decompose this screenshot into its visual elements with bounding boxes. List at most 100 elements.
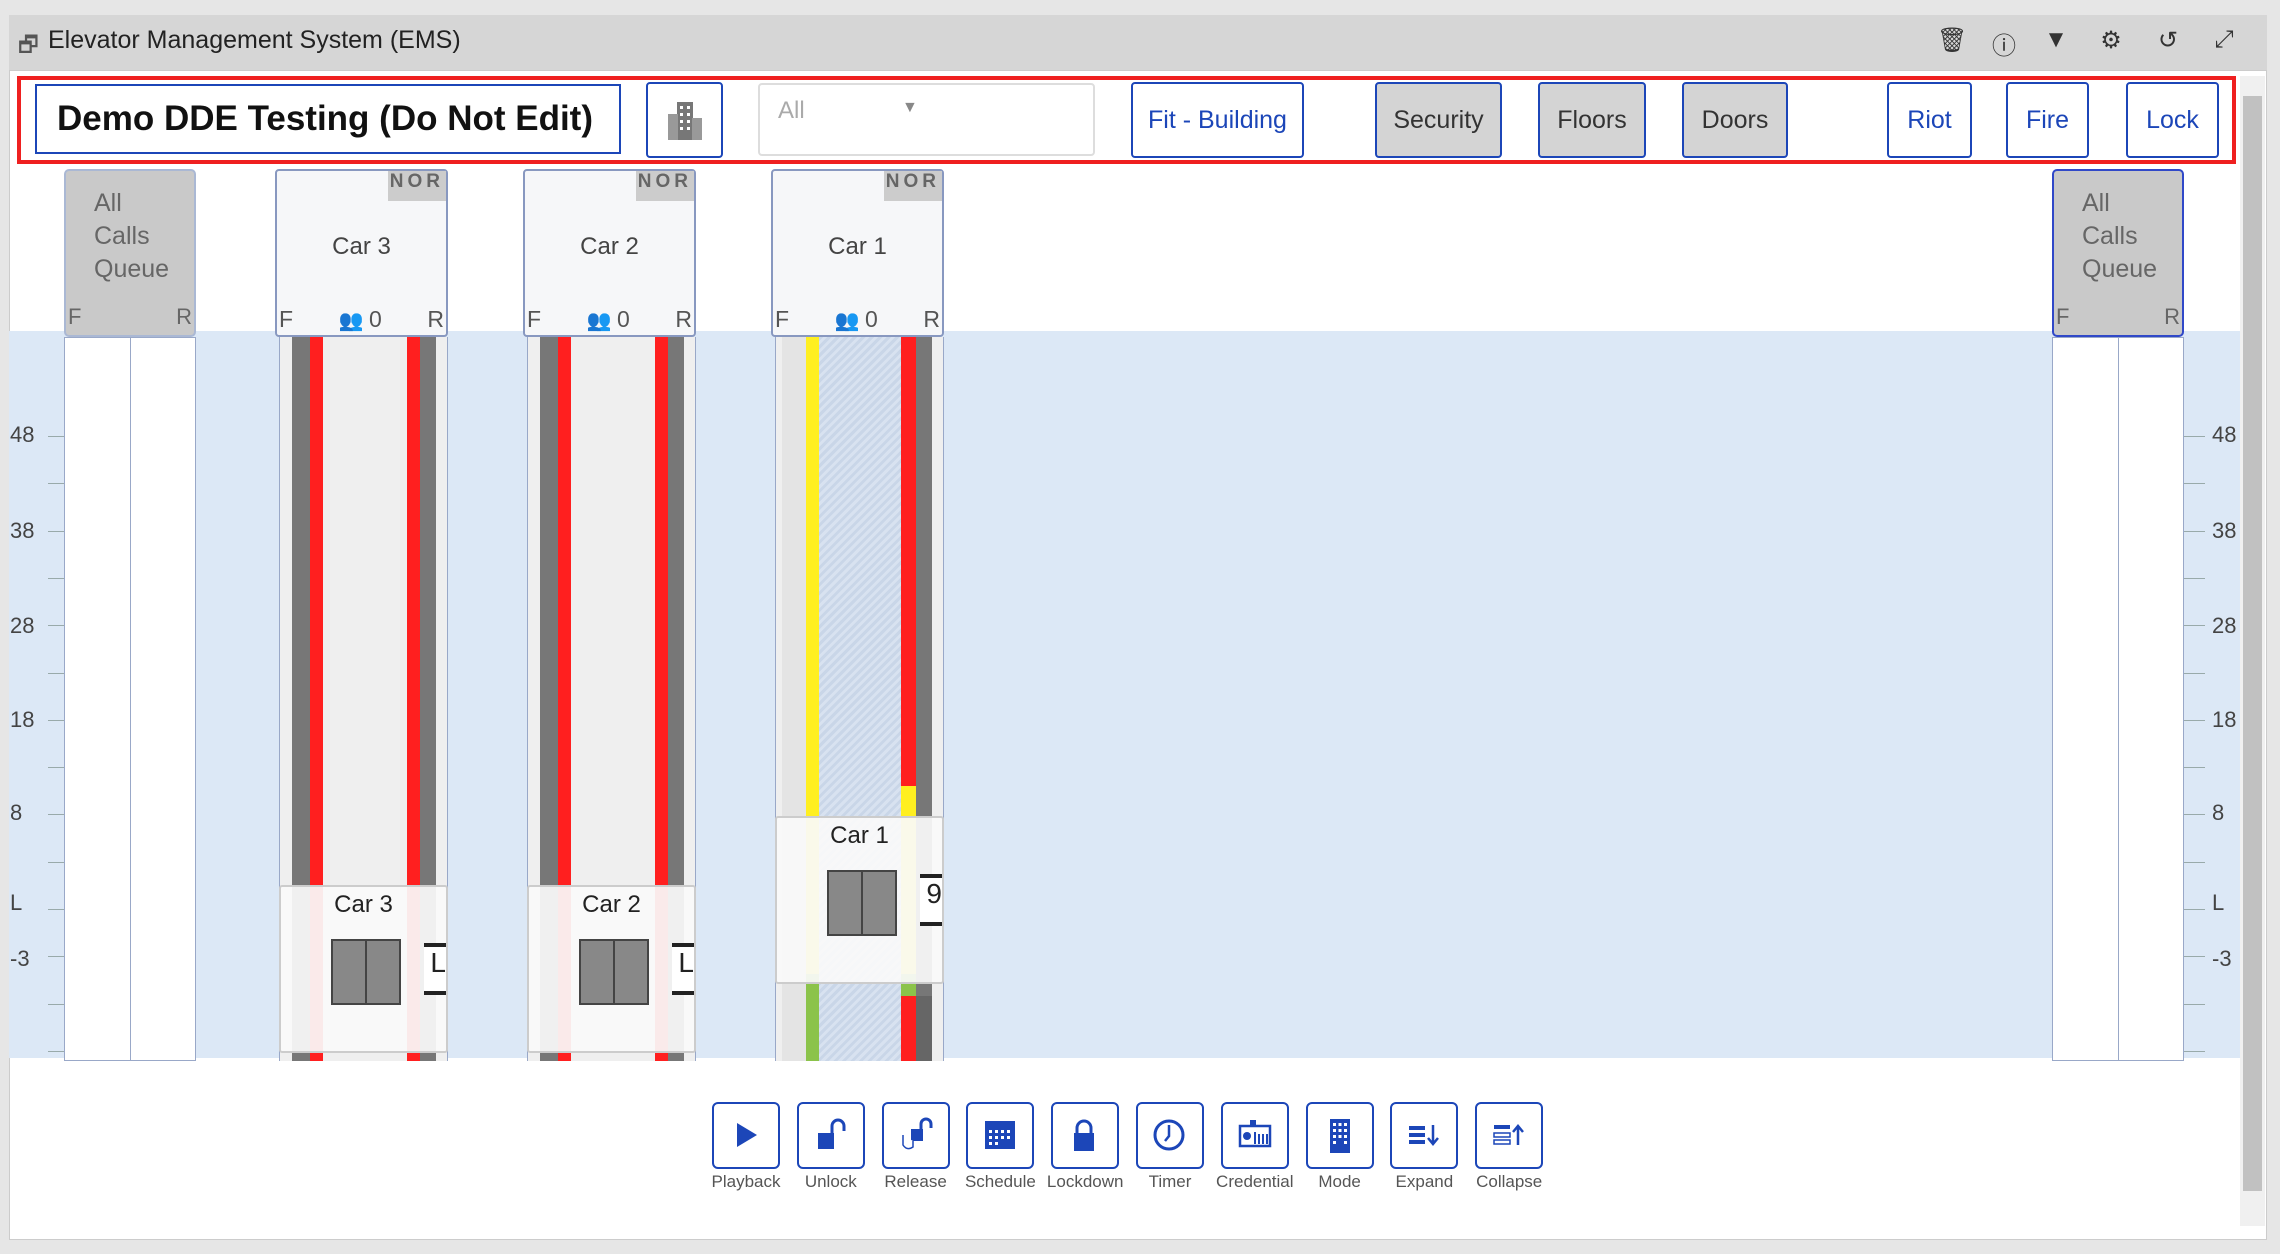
- floor-label-left: 38: [10, 518, 35, 543]
- front-door-status: [558, 337, 571, 1061]
- info-icon[interactable]: ⓘ: [1992, 33, 2016, 60]
- floor-label-left: 28: [10, 613, 35, 638]
- playback-label: Playback: [711, 1172, 781, 1191]
- people-icon: 👥: [586, 310, 618, 332]
- floors-toggle[interactable]: Floors: [1538, 82, 1646, 158]
- mode-button[interactable]: [1305, 1102, 1374, 1169]
- lockdown-button[interactable]: [1051, 1102, 1120, 1169]
- elevator-icon: 🗗: [18, 32, 39, 57]
- floor-tick: [48, 436, 78, 437]
- shaft-rail: [668, 337, 684, 1061]
- car-door-icon: [579, 939, 649, 1005]
- timer-label: Timer: [1148, 1172, 1192, 1191]
- expand-label: Expand: [1395, 1172, 1454, 1191]
- car-name: Car 3: [332, 233, 391, 260]
- queue-columns: [64, 337, 196, 1061]
- front-label: F: [2056, 304, 2070, 329]
- floor-tick: [2175, 909, 2205, 910]
- floor-position: 9: [920, 874, 942, 926]
- floor-tick: [48, 814, 78, 816]
- floor-tick: [2175, 672, 2205, 674]
- timer-button[interactable]: [1136, 1102, 1204, 1169]
- playback-button[interactable]: [712, 1102, 780, 1169]
- doors-toggle[interactable]: Doors: [1682, 82, 1788, 158]
- scrollbar-thumb[interactable]: [2243, 96, 2262, 1191]
- car-door-icon: [827, 870, 897, 936]
- queue-label: Queue: [2082, 255, 2158, 283]
- passenger-value: 0: [617, 306, 630, 332]
- fire-button[interactable]: Fire: [2006, 82, 2089, 158]
- release-button[interactable]: [881, 1102, 950, 1169]
- credential-button[interactable]: [1220, 1102, 1289, 1169]
- id-card-icon: [1238, 1119, 1272, 1147]
- floor-tick: [2175, 625, 2205, 627]
- credential-label: Credential: [1216, 1172, 1294, 1191]
- filter-select[interactable]: All▼: [758, 83, 1095, 156]
- queue-label: All: [94, 189, 122, 217]
- collapse-button[interactable]: [1475, 1102, 1544, 1169]
- car-name: Car 1: [828, 233, 887, 260]
- queue-label: Queue: [94, 255, 170, 283]
- floor-tick: [2175, 577, 2205, 579]
- cabin-label: Car 3: [334, 891, 393, 918]
- shaft-rail: [540, 337, 558, 1061]
- floor-label-left: 48: [10, 422, 35, 447]
- floor-tick: [48, 530, 78, 532]
- unlock-button[interactable]: [796, 1102, 865, 1169]
- riot-button[interactable]: Riot: [1887, 82, 1972, 158]
- queue-columns: [2052, 337, 2184, 1061]
- front-door-status: [310, 337, 323, 1061]
- floor-tick: [2175, 1003, 2205, 1005]
- status-badge: NOR: [884, 171, 942, 201]
- release-hand-icon: [901, 1117, 933, 1149]
- gear-icon[interactable]: ⚙: [2100, 27, 2122, 54]
- floor-tick: [2175, 956, 2205, 958]
- schedule-button[interactable]: [966, 1102, 1035, 1169]
- floor-tick: [48, 577, 78, 579]
- lock-icon: [1074, 1119, 1095, 1151]
- people-icon: 👥: [338, 310, 370, 332]
- floor-tick: [2175, 814, 2205, 816]
- floor-label-left: 8: [10, 800, 23, 825]
- front-label: F: [68, 304, 82, 329]
- refresh-icon[interactable]: ↺: [2157, 27, 2179, 54]
- security-toggle[interactable]: Security: [1375, 82, 1502, 158]
- schedule-label: Schedule: [964, 1172, 1036, 1191]
- floor-label-right: 18: [2212, 707, 2237, 732]
- building-mode-icon: [1329, 1118, 1350, 1153]
- status-badge: NOR: [636, 171, 694, 201]
- expand-button[interactable]: [1390, 1102, 1459, 1169]
- title-bar: [9, 15, 2267, 71]
- floor-label-left: L: [10, 890, 23, 915]
- people-icon: 👥: [834, 310, 866, 332]
- status-badge: NOR: [388, 171, 446, 201]
- expand-icon[interactable]: ⤢: [2214, 26, 2234, 53]
- floor-tick: [48, 1003, 78, 1005]
- floor-label-left: -3: [10, 946, 30, 971]
- trash-icon[interactable]: 🗑: [1937, 27, 1968, 54]
- car-name: Car 2: [580, 233, 639, 260]
- filter-value: All: [778, 97, 805, 124]
- calendar-icon: [985, 1120, 1016, 1149]
- lock-button[interactable]: Lock: [2126, 82, 2219, 158]
- lockdown-label: Lockdown: [1046, 1172, 1124, 1191]
- queue-label: Calls: [2082, 222, 2138, 250]
- shaft-rail: [420, 337, 436, 1061]
- filter-icon[interactable]: ▼: [2044, 26, 2068, 53]
- fit-building-button[interactable]: Fit - Building: [1131, 82, 1304, 158]
- rear-label: R: [2164, 304, 2180, 329]
- rear-label: R: [176, 304, 192, 329]
- building-button[interactable]: [646, 82, 723, 158]
- floor-label-right: 8: [2212, 800, 2225, 825]
- floor-label-left: 18: [10, 707, 35, 732]
